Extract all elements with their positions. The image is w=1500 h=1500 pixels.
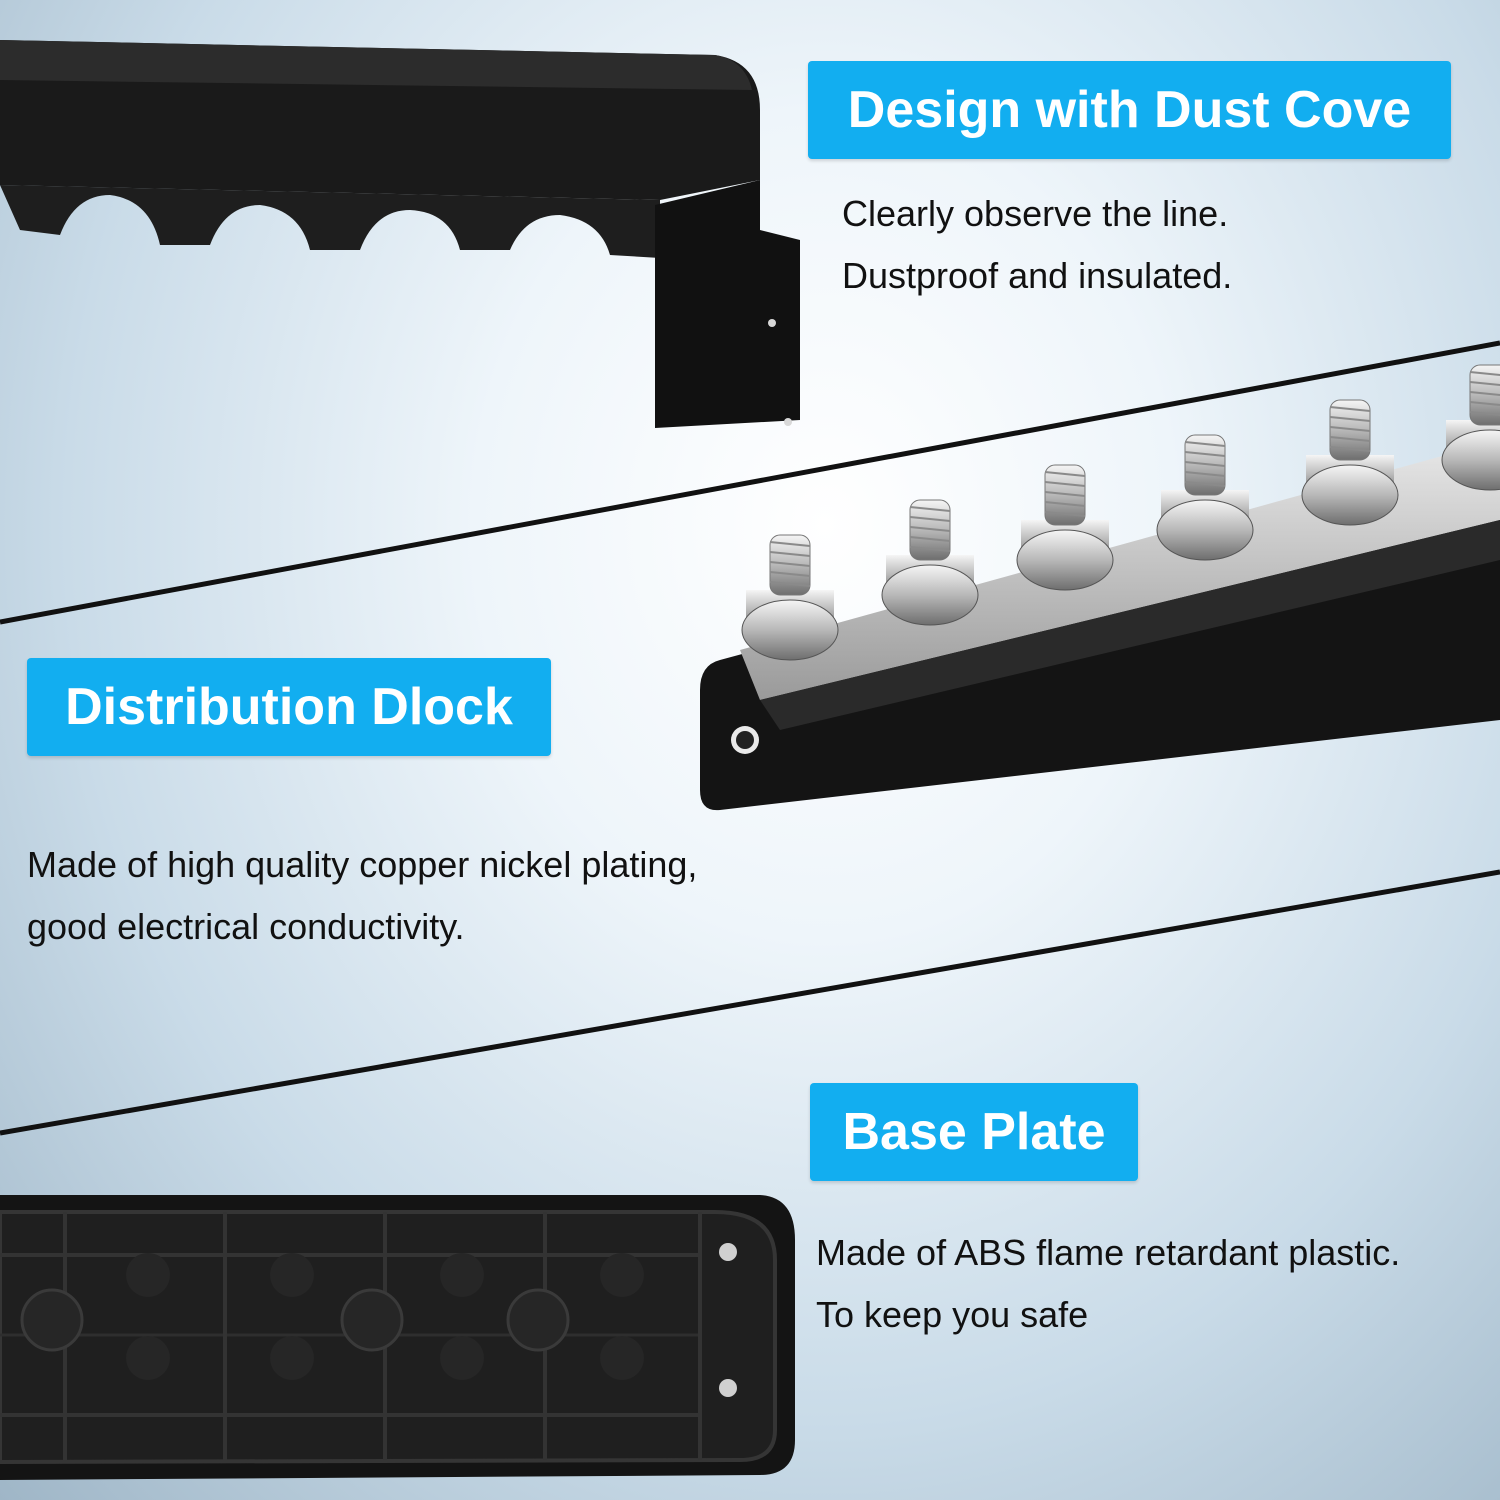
distribution-block-line-2: good electrical conductivity. <box>27 906 465 947</box>
divider-line-top <box>0 340 1500 625</box>
distribution-block-line-1: Made of high quality copper nickel plati… <box>27 844 698 885</box>
terminal-stud <box>741 534 839 661</box>
terminal-stud <box>1016 464 1114 591</box>
terminal-stud <box>1441 364 1500 491</box>
base-plate-image <box>0 1195 795 1480</box>
dust-cover-line-1: Clearly observe the line. <box>842 193 1229 234</box>
distribution-block-title-badge: Distribution Dlock <box>27 658 551 756</box>
base-plate-line-2: To keep you safe <box>816 1294 1089 1335</box>
base-plate-title: Base Plate <box>842 1103 1106 1161</box>
terminal-stud <box>881 499 979 626</box>
terminal-stud <box>1301 399 1399 526</box>
dust-cover-line-2: Dustproof and insulated. <box>842 255 1233 296</box>
dust-cover-description: Clearly observe the line. Dustproof and … <box>842 183 1232 307</box>
dust-cover-title-badge: Design with Dust Cove <box>808 61 1451 159</box>
base-plate-line-1: Made of ABS flame retardant plastic. <box>816 1232 1401 1273</box>
terminal-stud <box>1156 434 1254 561</box>
distribution-block-description: Made of high quality copper nickel plati… <box>27 834 697 958</box>
dust-cover-image <box>0 40 800 428</box>
base-plate-description: Made of ABS flame retardant plastic. To … <box>816 1222 1400 1346</box>
base-plate-title-badge: Base Plate <box>810 1083 1138 1181</box>
dust-cover-title: Design with Dust Cove <box>847 81 1412 139</box>
divider-line-bottom <box>0 869 1500 1136</box>
distribution-block-title: Distribution Dlock <box>65 678 513 736</box>
terminal-studs <box>741 364 1500 661</box>
